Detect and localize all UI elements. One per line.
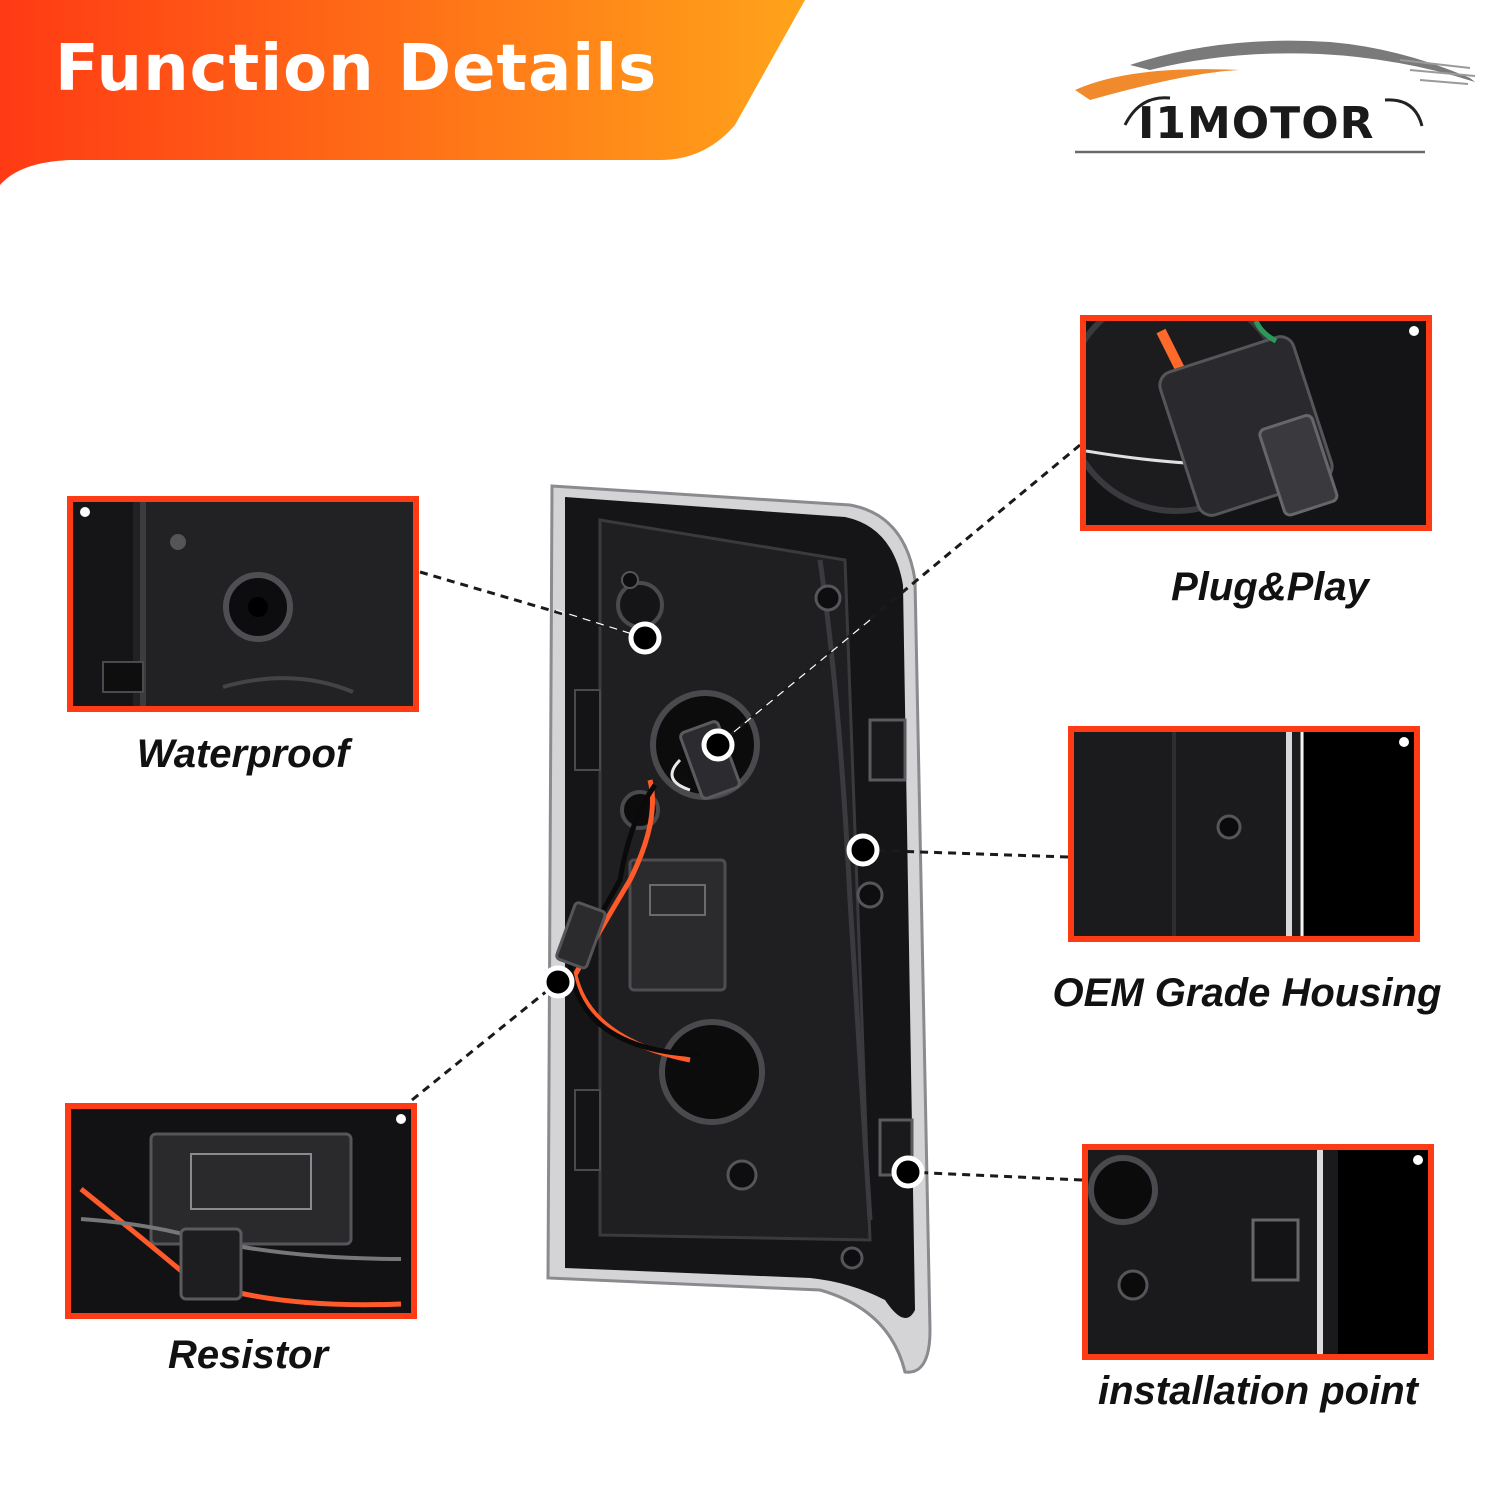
- resistor-closeup-icon: [71, 1109, 411, 1313]
- detail-waterproof: [67, 496, 419, 712]
- detail-installation-point: [1082, 1144, 1434, 1360]
- caption-resistor: Resistor: [167, 1333, 329, 1377]
- detail-resistor: [65, 1103, 417, 1319]
- caption-plug-and-play: Plug&Play: [1171, 565, 1369, 609]
- brand-logo-icon: [1075, 40, 1476, 154]
- brand-logo-text: I1MOTOR: [1138, 98, 1375, 149]
- caption-oem-grade-housing: OEM Grade Housing: [1052, 971, 1442, 1015]
- banner-title: Function Details: [55, 32, 658, 106]
- detail-oem-grade-housing: [1068, 726, 1420, 942]
- pointer-dots: [541, 621, 925, 1189]
- leader-lines: [411, 443, 1083, 1182]
- connector-plug-closeup-icon: [1086, 321, 1426, 525]
- housing-edge-closeup-icon: [1074, 732, 1414, 936]
- caption-installation-point: installation point: [1098, 1369, 1418, 1413]
- header-banner: [0, 0, 805, 185]
- detail-plug-and-play: [1080, 315, 1432, 531]
- tail-light-back-housing-icon: [546, 484, 932, 1374]
- caption-waterproof: Waterproof: [136, 732, 350, 776]
- mounting-tab-closeup-icon: [1088, 1150, 1428, 1354]
- rubber-grommet-closeup-icon: [73, 502, 413, 706]
